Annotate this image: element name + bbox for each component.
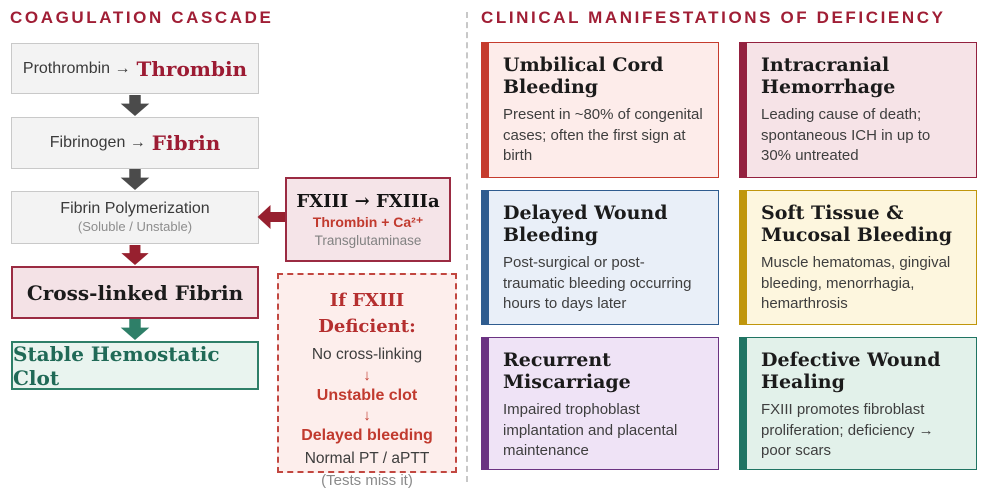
manifestation-cards-grid: Umbilical Cord Bleeding Present in ~80% … xyxy=(481,42,978,470)
card-intracranial-hemorrhage: Intracranial Hemorrhage Leading cause of… xyxy=(739,42,977,178)
card-body: Present in ~80% of congenital cases; oft… xyxy=(503,106,703,165)
step-label: Cross-linked Fibrin xyxy=(26,280,244,305)
card-body: Impaired trophoblast implantation and pl… xyxy=(503,401,678,460)
card-title: Delayed Wound Bleeding xyxy=(503,202,668,247)
deficient-box-title: If FXIII Deficient: xyxy=(318,290,416,338)
card-body: Leading cause of death; spontaneous ICH … xyxy=(761,106,931,165)
card-soft-tissue-mucosal-bleeding: Soft Tissue & Mucosal Bleeding Muscle he… xyxy=(739,190,977,325)
down-arrow-icon xyxy=(120,95,150,116)
card-defective-wound-healing: Defective Wound Healing FXIII promotes f… xyxy=(739,337,977,470)
cascade-panel-title: COAGULATION CASCADE xyxy=(10,8,274,27)
fxiii-box-enzyme-class: Transglutaminase xyxy=(314,232,422,248)
card-delayed-wound-bleeding: Delayed Wound Bleeding Post-surgical or … xyxy=(481,190,719,325)
step-label: Prothrombin → xyxy=(22,59,131,77)
down-arrow-glyph: ↓ xyxy=(363,366,371,384)
step-label: Fibrinogen → xyxy=(49,134,146,151)
down-arrow-icon xyxy=(121,245,149,265)
down-arrow-icon xyxy=(120,169,150,190)
panel-divider xyxy=(466,12,468,482)
deficient-line: (Tests miss it) xyxy=(321,472,413,489)
deficient-line: Unstable clot xyxy=(316,386,418,404)
card-body: Post-surgical or post-traumatic bleeding… xyxy=(503,254,692,313)
card-body: FXIII promotes fibroblast proliferation;… xyxy=(761,401,934,460)
manifestations-panel-title: CLINICAL MANIFESTATIONS OF DEFICIENCY xyxy=(481,8,946,27)
cascade-step-polymerization: Fibrin Polymerization (Soluble / Unstabl… xyxy=(11,191,259,244)
down-arrow-glyph: ↓ xyxy=(363,407,371,425)
card-title: Intracranial Hemorrhage xyxy=(761,54,896,99)
cascade-step-prothrombin: Prothrombin → Thrombin xyxy=(11,43,259,94)
cascade-step-fibrinogen: Fibrinogen → Fibrin xyxy=(11,117,259,169)
cascade-step-stable-clot: Stable Hemostatic Clot xyxy=(11,341,259,390)
deficient-line: Normal PT / aPTT xyxy=(304,449,430,467)
fxiii-box-activators: Thrombin + Ca²⁺ xyxy=(312,214,424,231)
step-emphasis: Thrombin xyxy=(136,56,248,81)
step-label: Stable Hemostatic Clot xyxy=(13,341,220,390)
step-emphasis: Fibrin xyxy=(151,131,221,155)
deficient-line: Delayed bleeding xyxy=(301,427,433,445)
fxiii-box-title: FXIII → FXIIIa xyxy=(296,190,440,212)
deficient-line: No cross-linking xyxy=(311,346,423,364)
card-title: Recurrent Miscarriage xyxy=(503,349,631,394)
card-umbilical-cord-bleeding: Umbilical Cord Bleeding Present in ~80% … xyxy=(481,42,719,178)
step-label: Fibrin Polymerization xyxy=(60,200,210,218)
left-arrow-icon xyxy=(257,205,286,229)
card-title: Umbilical Cord Bleeding xyxy=(503,54,664,99)
cascade-step-crosslinked-fibrin: Cross-linked Fibrin xyxy=(11,266,259,319)
card-title: Defective Wound Healing xyxy=(761,349,941,394)
fxiii-enzyme-box: FXIII → FXIIIa Thrombin + Ca²⁺ Transglut… xyxy=(285,177,451,262)
card-body: Muscle hematomas, gingival bleeding, men… xyxy=(761,254,951,313)
down-arrow-icon xyxy=(120,319,150,340)
card-title: Soft Tissue & Mucosal Bleeding xyxy=(761,202,952,247)
fxiii-deficient-box: If FXIII Deficient: No cross-linking ↓ U… xyxy=(277,273,457,489)
card-recurrent-miscarriage: Recurrent Miscarriage Impaired trophobla… xyxy=(481,337,719,470)
step-sublabel: (Soluble / Unstable) xyxy=(77,219,193,235)
